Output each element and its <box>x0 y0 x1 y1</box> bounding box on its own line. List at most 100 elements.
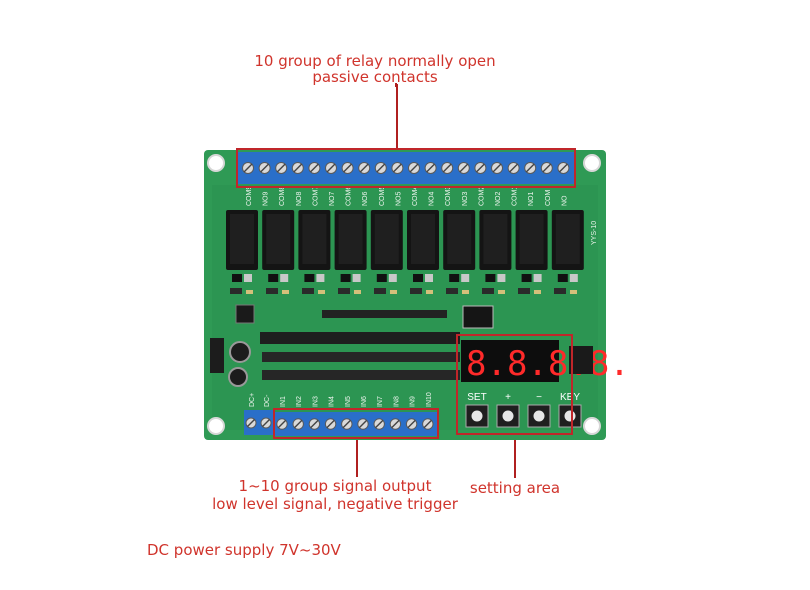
relay-led <box>268 274 279 282</box>
input-terminal-screw-slot <box>423 419 432 429</box>
relay-diode <box>497 274 506 282</box>
relay-terminal-label: COM2 <box>478 186 485 206</box>
transistor <box>302 288 314 294</box>
transistor <box>446 288 458 294</box>
relay-contacts-line1: 10 group of relay normally open <box>254 52 496 70</box>
input-terminal-screw-slot <box>375 419 384 429</box>
inductor <box>235 304 255 324</box>
smd-resistor <box>318 290 325 294</box>
relay-face <box>302 214 327 264</box>
smd-resistor <box>390 290 397 294</box>
button-label: SET <box>467 392 486 403</box>
mounting-hole-br <box>583 417 601 435</box>
smd-resistor <box>246 290 253 294</box>
relay-terminal-label: COM4 <box>412 186 419 206</box>
transistor <box>410 288 422 294</box>
relay-terminal-screw-slot <box>509 163 518 173</box>
model-label: YYS-10 <box>591 221 598 245</box>
smd-resistor <box>498 290 505 294</box>
relay-face <box>230 214 254 264</box>
relay-led <box>340 274 351 282</box>
capacitor-1 <box>229 341 251 363</box>
relay-terminal-label: NO4 <box>429 192 436 207</box>
relay-face <box>338 214 363 264</box>
driver-components <box>230 288 577 294</box>
signal-output-line1: 1~10 group signal output <box>238 477 432 495</box>
tact-switch-cap <box>502 410 514 422</box>
relay-terminal-label: COM6 <box>346 186 353 206</box>
relay-diode <box>569 274 578 282</box>
relay-terminal-screw-slot <box>310 163 319 173</box>
relay-contacts-label: 10 group of relay normally open passive … <box>230 53 520 85</box>
button-label: + <box>505 392 511 403</box>
relay-terminal-screw-slot <box>559 163 568 173</box>
tact-switch-cap <box>533 410 545 422</box>
relay-contacts-highlight <box>236 148 576 188</box>
relay-terminal-label: NO5 <box>395 192 402 207</box>
mounting-hole-tl <box>207 154 225 172</box>
transistor <box>554 288 566 294</box>
relay-terminal-label: NO2 <box>495 192 502 207</box>
relay-terminal-label: NO6 <box>362 192 369 207</box>
ic-row <box>322 310 447 318</box>
input-terminal-label: IN8 <box>393 396 400 407</box>
smd-resistor <box>534 290 541 294</box>
setting-area-highlight <box>456 334 573 435</box>
transistor <box>338 288 350 294</box>
transistor <box>230 288 242 294</box>
smd-resistor <box>570 290 577 294</box>
relay-terminal-screws <box>242 162 570 174</box>
relay-terminal-screw-slot <box>542 163 552 173</box>
tact-switch-cap <box>471 410 483 422</box>
relay-terminal-screw-slot <box>442 163 452 173</box>
microcontroller <box>462 305 494 329</box>
power-terminal-label: DC+ <box>249 393 256 407</box>
relay-diode <box>461 274 470 282</box>
relay-terminal-label: COM5 <box>379 186 386 206</box>
input-terminal-label: IN3 <box>312 396 319 407</box>
smd-resistor <box>462 290 469 294</box>
input-terminal-screw-slot <box>277 419 287 429</box>
transistor <box>266 288 278 294</box>
power-terminal-screw-slot <box>247 419 255 427</box>
input-terminal-label: IN5 <box>345 396 352 407</box>
relay-face <box>374 214 399 264</box>
input-terminal-screws <box>245 417 434 430</box>
relay-terminal-screw-slot <box>260 163 269 173</box>
capacitor-2 <box>228 367 248 387</box>
resistor-array-mid <box>262 352 460 362</box>
display-digits: 8.8.8.8. <box>466 344 630 384</box>
smd-resistor <box>354 290 361 294</box>
input-terminal-screw-slot <box>342 419 351 429</box>
button-label: − <box>536 392 542 403</box>
input-terminal-screw-slot <box>358 419 368 429</box>
resistor-array-top <box>260 332 460 344</box>
relay-diode <box>280 274 289 282</box>
input-terminal-screw-slot <box>326 419 335 429</box>
relay-terminal-label: NO8 <box>296 192 303 207</box>
relay-terminal-screw-slot <box>409 163 419 173</box>
button-label: KEY <box>560 392 580 403</box>
relay-face <box>411 214 435 264</box>
relay-diode <box>533 274 542 282</box>
smd-resistor <box>282 290 289 294</box>
input-terminal-label: IN2 <box>296 396 303 407</box>
relay-terminal-label: COM8 <box>279 186 286 206</box>
input-terminal-screw-slot <box>310 419 319 429</box>
transistor <box>518 288 530 294</box>
smd-resistor <box>426 290 433 294</box>
power-terminal-label: DC- <box>264 394 271 407</box>
input-terminal-screw-slot <box>407 419 416 429</box>
relay-led <box>557 274 568 282</box>
input-terminal-label: IN10 <box>426 392 433 407</box>
relay-face <box>519 214 544 264</box>
mounting-hole-tr <box>583 154 601 172</box>
relay-diode <box>352 274 361 282</box>
relay-terminal-screw-slot <box>293 163 303 173</box>
input-terminal-screw-slot <box>391 419 400 429</box>
relay-diode <box>425 274 433 282</box>
relay-contacts-line2: passive contacts <box>312 68 438 86</box>
